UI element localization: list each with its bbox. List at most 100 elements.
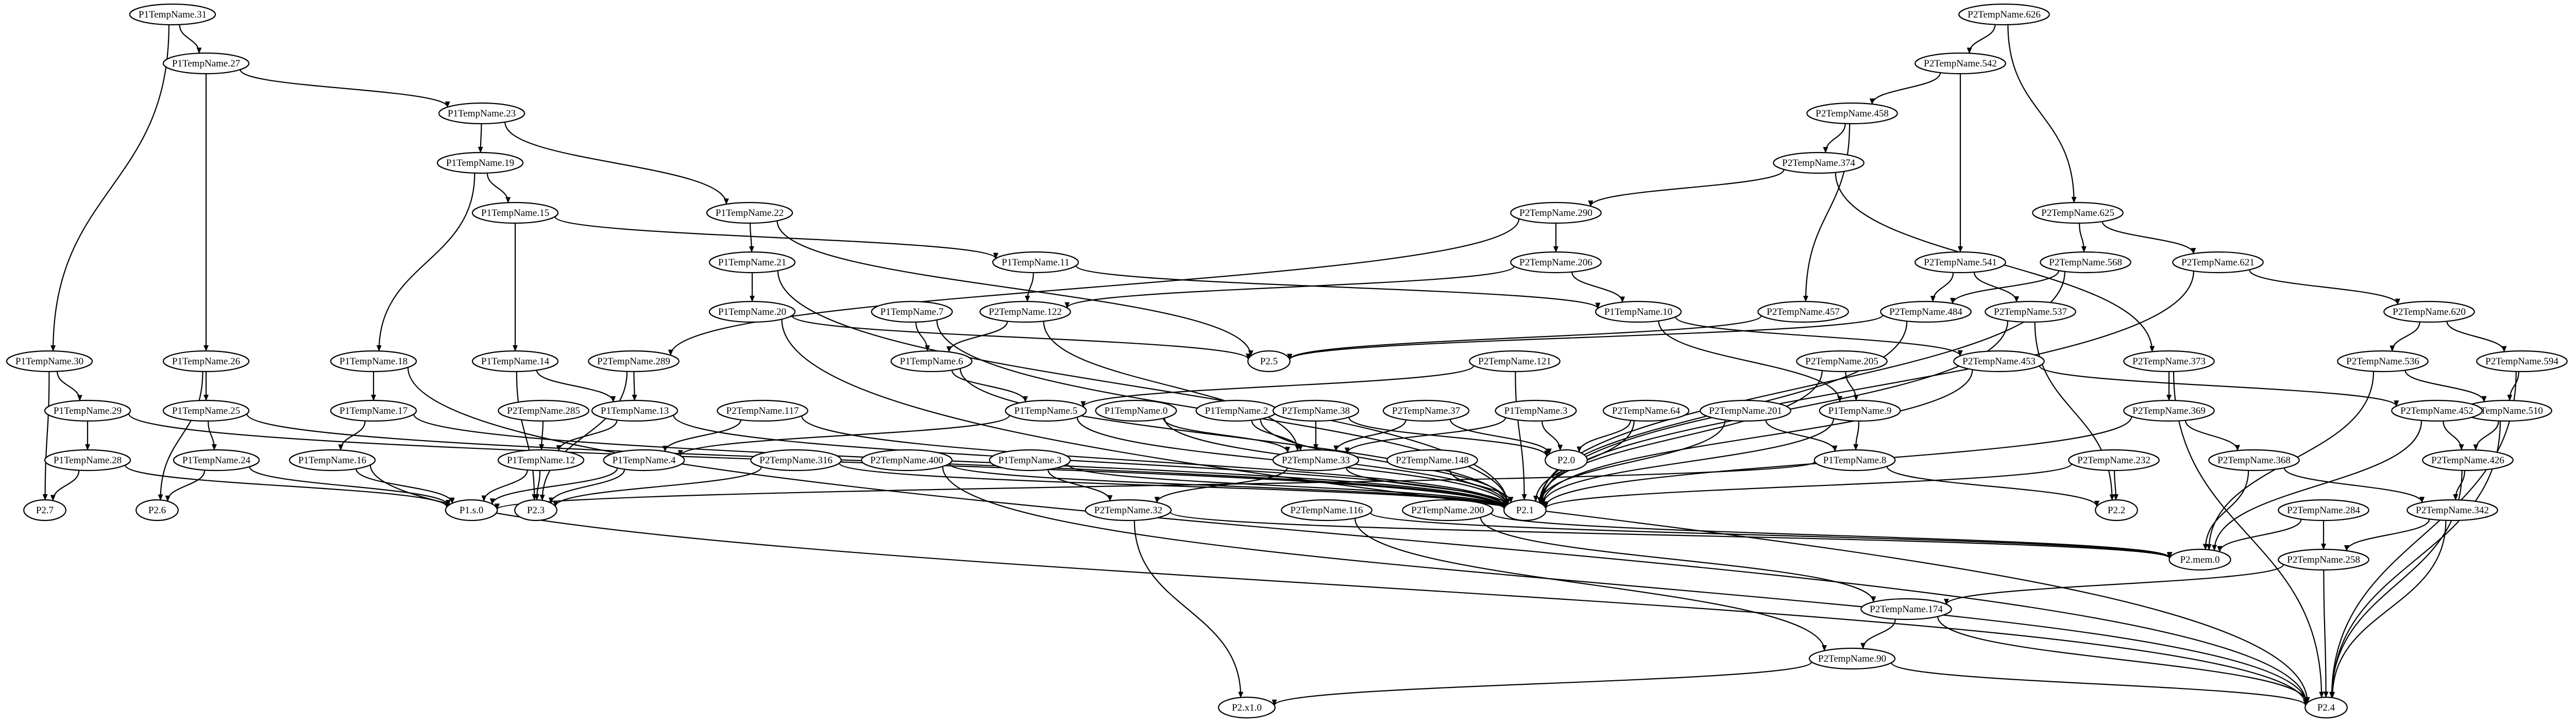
node-ellipse	[330, 399, 417, 422]
graph-node-p1-s-0: P1.s.0	[445, 499, 498, 522]
graph-node-p2tempname-626: P2TempName.626	[1958, 3, 2050, 26]
graph-edge	[208, 421, 217, 451]
graph-edge	[946, 321, 1008, 352]
graph-edge	[2329, 371, 2517, 698]
node-label: P1TempName.30	[15, 356, 83, 367]
node-ellipse	[44, 399, 131, 422]
graph-node-p1tempname-11: P1TempName.11	[992, 251, 1079, 274]
graph-node-p1tempname-29: P1TempName.29	[44, 399, 131, 422]
node-ellipse	[989, 449, 1071, 472]
graph-node-p2tempname-316: P2TempName.316	[750, 449, 842, 472]
graph-node-p1tempname-9: P1TempName.9	[1819, 399, 1901, 422]
node-ellipse	[1773, 152, 1865, 174]
node-ellipse	[1958, 3, 2050, 26]
node-ellipse	[871, 300, 953, 323]
graph-node-p2-6: P2.6	[135, 499, 179, 522]
graph-node-p2tempname-205: P2TempName.205	[1796, 350, 1888, 373]
graph-node-p2tempname-594: P2TempName.594	[2476, 350, 2568, 373]
graph-edge	[158, 371, 204, 501]
graph-node-p1tempname-30: P1TempName.30	[6, 350, 93, 373]
node-ellipse	[992, 251, 1079, 274]
node-label: P1TempName.24	[182, 455, 251, 466]
node-ellipse	[717, 399, 808, 422]
graph-edge	[2217, 519, 2302, 552]
graph-edge	[553, 466, 762, 507]
graph-edge	[1540, 418, 1835, 506]
node-ellipse	[129, 3, 216, 26]
graph-edge	[2329, 421, 2501, 698]
graph-edge	[951, 369, 1028, 402]
node-label: P2TempName.200	[1411, 505, 1484, 516]
graph-node-p1tempname-10: P1TempName.10	[1595, 300, 1682, 323]
graph-node-p1tempname-24: P1TempName.24	[173, 449, 260, 472]
node-label: P2TempName.148	[1396, 455, 1469, 466]
graph-node-p1tempname-2: P1TempName.2	[1195, 399, 1278, 422]
node-ellipse	[1806, 102, 1898, 125]
graph-edge	[1287, 314, 1884, 360]
node-ellipse	[2304, 696, 2348, 719]
graph-node-p2tempname-368: P2TempName.368	[2208, 449, 2300, 472]
graph-edge	[1344, 417, 1506, 454]
node-ellipse	[1602, 399, 1690, 422]
node-ellipse	[2168, 548, 2231, 571]
node-ellipse	[2123, 399, 2215, 422]
graph-edge	[179, 24, 202, 54]
node-label: P1TempName.27	[172, 58, 240, 69]
node-label: P1TempName.5	[1014, 406, 1078, 416]
node-ellipse	[2476, 350, 2568, 373]
graph-edge	[1515, 371, 1527, 501]
node-ellipse	[706, 201, 793, 224]
node-label: P2TempName.205	[1805, 356, 1878, 367]
graph-node-p2tempname-64: P2TempName.64	[1602, 399, 1690, 422]
graph-edge	[1133, 520, 1244, 698]
node-ellipse	[1819, 399, 1901, 422]
graph-node-p2tempname-290: P2TempName.290	[1510, 201, 1602, 224]
graph-edge	[338, 421, 366, 451]
graph-node-p2tempname-536: P2TempName.536	[2337, 350, 2429, 373]
node-label: P2TempName.122	[989, 307, 1062, 317]
graph-edge	[124, 465, 450, 508]
graph-edge	[1853, 421, 1860, 451]
graph-edge	[2113, 470, 2119, 501]
graph-edge	[50, 470, 80, 501]
node-ellipse	[1495, 399, 1577, 422]
graph-edge	[2007, 24, 2077, 204]
node-ellipse	[438, 102, 526, 125]
graph-edge	[249, 466, 451, 507]
graph-edge	[1944, 564, 2284, 605]
graph-edge	[1537, 370, 1823, 504]
node-label: P2.1	[1516, 505, 1534, 516]
node-ellipse	[2068, 449, 2160, 472]
node-label: P2TempName.64	[1612, 406, 1681, 416]
graph-node-p2-0: P2.0	[1545, 449, 1588, 472]
graph-edge	[57, 371, 82, 401]
node-ellipse	[1914, 251, 2006, 274]
node-ellipse	[289, 449, 376, 472]
node-label: P1TempName.3	[1504, 406, 1568, 416]
node-ellipse	[2422, 449, 2514, 472]
node-ellipse	[1860, 598, 1952, 620]
graph-edge	[1803, 123, 1851, 302]
node-label: P2TempName.373	[2132, 356, 2206, 367]
graph-node-p2tempname-510: P2TempName.510	[2461, 399, 2552, 422]
graph-node-p2tempname-148: P2TempName.148	[1386, 449, 1478, 472]
graph-node-p1tempname-31: P1TempName.31	[129, 3, 216, 26]
graph-node-p2tempname-374: P2TempName.374	[1773, 152, 1865, 174]
node-ellipse	[979, 300, 1071, 323]
graph-edge	[1333, 419, 1406, 452]
node-ellipse	[2278, 499, 2369, 522]
graph-node-p2tempname-122: P2TempName.122	[979, 300, 1071, 323]
graph-edge	[2212, 420, 2422, 551]
graph-edge	[1930, 272, 1954, 302]
graph-node-p2tempname-174: P2TempName.174	[1860, 598, 1952, 620]
node-label: P1TempName.16	[298, 455, 366, 466]
node-label: P1TempName.10	[1604, 307, 1672, 317]
node-ellipse	[2383, 300, 2475, 323]
node-ellipse	[591, 399, 679, 422]
node-ellipse	[135, 499, 179, 522]
graph-edge	[915, 322, 930, 352]
node-label: P2TempName.290	[1519, 208, 1592, 218]
graph-node-p2tempname-373: P2TempName.373	[2123, 350, 2215, 373]
graph-edge	[2173, 371, 2325, 698]
graph-edge	[478, 123, 483, 154]
